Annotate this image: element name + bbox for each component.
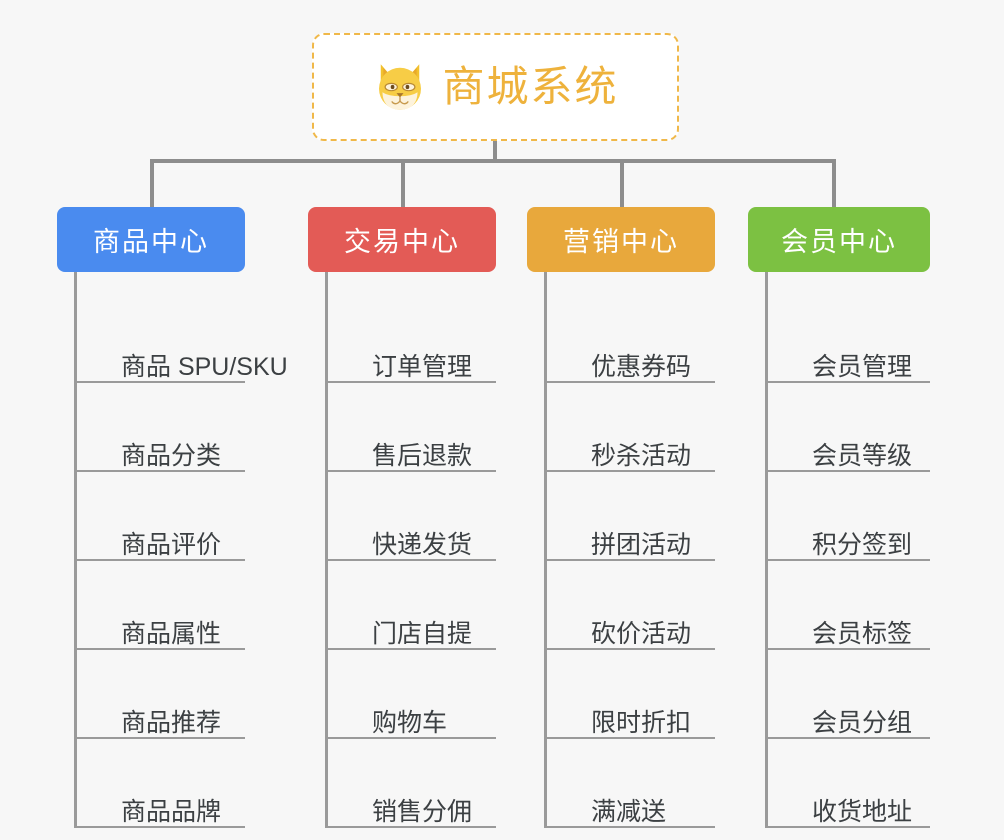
leaf-item[interactable]: 砍价活动 <box>547 561 715 650</box>
connector-drop-2 <box>401 159 405 207</box>
leaf-list-4: 会员管理 会员等级 积分签到 会员标签 会员分组 收货地址 <box>765 272 930 828</box>
leaf-item[interactable]: 快递发货 <box>328 472 496 561</box>
branch-column-2: 交易中心 订单管理 售后退款 快递发货 门店自提 购物车 销售分佣 <box>308 207 496 828</box>
branch-column-1: 商品中心 商品 SPU/SKU 商品分类 商品评价 商品属性 商品推荐 商品品牌 <box>57 207 288 828</box>
root-node[interactable]: 商城系统 <box>312 33 679 141</box>
leaf-item[interactable]: 商品 SPU/SKU <box>77 294 288 383</box>
connector-drop-4 <box>832 159 836 207</box>
branch-header-label-3: 营销中心 <box>563 227 679 257</box>
branch-column-4: 会员中心 会员管理 会员等级 积分签到 会员标签 会员分组 收货地址 <box>748 207 930 828</box>
root-title: 商城系统 <box>442 63 619 110</box>
leaf-label: 收货地址 <box>812 798 913 827</box>
branch-header-1[interactable]: 商品中心 <box>57 207 245 272</box>
leaf-label: 商品 SPU/SKU <box>121 353 288 382</box>
leaf-label: 订单管理 <box>372 353 473 382</box>
leaf-list-3: 优惠券码 秒杀活动 拼团活动 砍价活动 限时折扣 满减送 <box>544 272 715 828</box>
leaf-label: 优惠券码 <box>591 353 692 382</box>
leaf-label: 拼团活动 <box>591 531 692 560</box>
leaf-item[interactable]: 拼团活动 <box>547 472 715 561</box>
leaf-label: 商品推荐 <box>121 709 222 738</box>
leaf-item[interactable]: 限时折扣 <box>547 650 715 739</box>
shiba-dog-face-icon <box>379 64 422 112</box>
branch-header-label-2: 交易中心 <box>344 227 460 257</box>
leaf-item[interactable]: 满减送 <box>547 739 715 828</box>
leaf-label: 销售分佣 <box>372 798 473 827</box>
leaf-label: 会员标签 <box>812 620 913 649</box>
leaf-item[interactable]: 商品评价 <box>77 472 245 561</box>
leaf-label: 秒杀活动 <box>591 442 692 471</box>
leaf-item[interactable]: 会员等级 <box>768 383 930 472</box>
leaf-list-2: 订单管理 售后退款 快递发货 门店自提 购物车 销售分佣 <box>325 272 496 828</box>
leaf-label: 限时折扣 <box>591 709 692 738</box>
leaf-label: 商品品牌 <box>121 798 222 827</box>
leaf-label: 购物车 <box>372 709 448 738</box>
leaf-item[interactable]: 秒杀活动 <box>547 383 715 472</box>
leaf-label: 积分签到 <box>812 531 913 560</box>
branch-column-3: 营销中心 优惠券码 秒杀活动 拼团活动 砍价活动 限时折扣 满减送 <box>527 207 715 828</box>
leaf-item[interactable]: 收货地址 <box>768 739 930 828</box>
branch-header-label-1: 商品中心 <box>93 227 209 257</box>
leaf-label: 售后退款 <box>372 442 473 471</box>
leaf-item[interactable]: 购物车 <box>328 650 496 739</box>
connector-root-stem <box>493 141 497 161</box>
leaf-label: 商品评价 <box>121 531 222 560</box>
leaf-item[interactable]: 商品属性 <box>77 561 245 650</box>
leaf-label: 砍价活动 <box>591 620 692 649</box>
leaf-item[interactable]: 会员管理 <box>768 294 930 383</box>
leaf-label: 会员分组 <box>812 709 913 738</box>
branch-header-2[interactable]: 交易中心 <box>308 207 496 272</box>
connector-horizontal-bus <box>150 159 836 163</box>
leaf-item[interactable]: 商品推荐 <box>77 650 245 739</box>
leaf-label: 会员等级 <box>812 442 913 471</box>
leaf-item[interactable]: 售后退款 <box>328 383 496 472</box>
leaf-item[interactable]: 销售分佣 <box>328 739 496 828</box>
connector-drop-1 <box>150 159 154 207</box>
leaf-label: 会员管理 <box>812 353 913 382</box>
leaf-item[interactable]: 门店自提 <box>328 561 496 650</box>
branch-header-3[interactable]: 营销中心 <box>527 207 715 272</box>
branch-header-4[interactable]: 会员中心 <box>748 207 930 272</box>
leaf-label: 商品分类 <box>121 442 222 471</box>
leaf-item[interactable]: 商品分类 <box>77 383 245 472</box>
leaf-label: 商品属性 <box>121 620 222 649</box>
leaf-list-1: 商品 SPU/SKU 商品分类 商品评价 商品属性 商品推荐 商品品牌 <box>74 272 288 828</box>
leaf-item[interactable]: 积分签到 <box>768 472 930 561</box>
leaf-item[interactable]: 商品品牌 <box>77 739 245 828</box>
leaf-label: 门店自提 <box>372 620 473 649</box>
connector-drop-3 <box>620 159 624 207</box>
branch-header-label-4: 会员中心 <box>781 227 897 257</box>
leaf-item[interactable]: 优惠券码 <box>547 294 715 383</box>
leaf-item[interactable]: 会员分组 <box>768 650 930 739</box>
leaf-item[interactable]: 会员标签 <box>768 561 930 650</box>
leaf-item[interactable]: 订单管理 <box>328 294 496 383</box>
leaf-label: 满减送 <box>591 798 667 827</box>
leaf-label: 快递发货 <box>372 531 473 560</box>
